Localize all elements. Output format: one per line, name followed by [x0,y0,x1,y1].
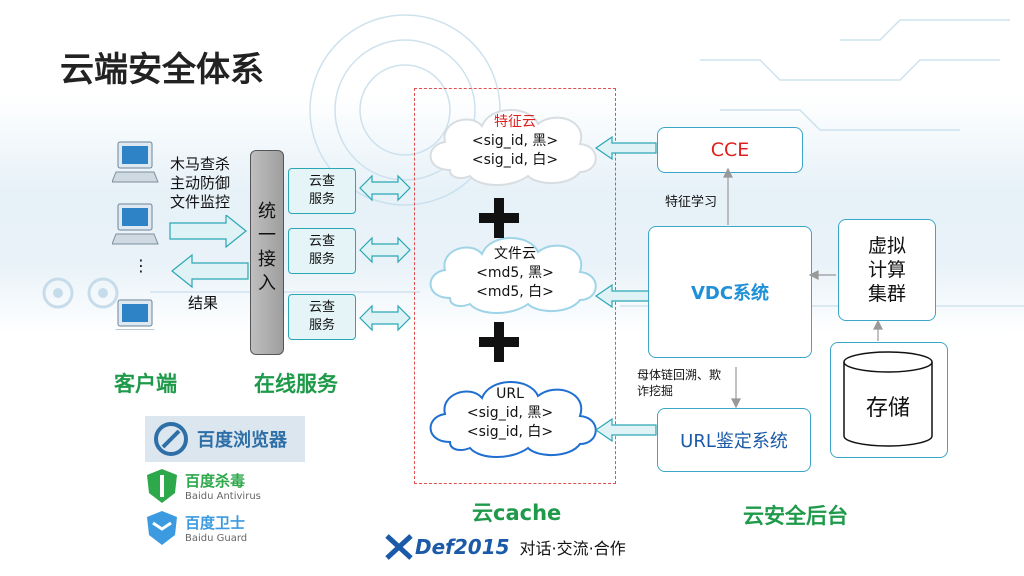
double-arrow-icon [359,236,411,264]
plus-signs [479,198,519,362]
client-feature: 文件监控 [170,193,231,211]
file-cloud-line: <md5, 黑> [476,265,554,281]
client-feature: 主动防御 [170,174,231,192]
computer-icon [112,203,159,245]
cloud-query-service-box: 云查服务 [288,294,356,340]
arrow-right-icon [169,215,247,249]
plus-icon [479,322,519,362]
footer-logo-text: Def2015 [415,535,510,559]
client-section-label: 客户端 [114,372,177,396]
backend-connectors [723,167,883,409]
arrow-left-icon [171,253,249,289]
parent-chain-note: 母体链回溯、欺 诈挖掘 [637,368,722,398]
computer-icon [112,141,159,183]
client-ellipsis: ⋮ [133,256,149,275]
cloud-icon [429,109,597,186]
result-label: 结果 [188,294,219,312]
client-feature: 木马查杀 [170,155,231,173]
cloud-icon [429,237,597,314]
unified-access-label: 统一接入 [258,201,276,294]
double-arrow-icon [359,174,411,202]
footer-slogan: 对话·交流·合作 [519,539,626,558]
double-arrow-icon [359,304,411,332]
page-title: 云端安全体系 [60,50,264,90]
storage-cylinder-icon [843,351,933,447]
cloud-cache-section-label: 云cache [472,501,562,525]
cloud-security-backend-label: 云安全后台 [743,504,848,528]
client-arrows [169,215,249,289]
url-cloud-line: <sig_id, 白> [466,424,554,440]
feature-cloud-line: <sig_id, 黑> [471,133,559,149]
feature-cloud-line: <sig_id, 白> [471,152,559,168]
cache-clouds [429,109,597,458]
def-logo-icon [385,534,413,560]
computer-icon [115,299,155,330]
footer-logo: Def2015 对话·交流·合作 [385,532,626,562]
file-cloud-title: 文件云 [494,246,536,262]
shield-icon [147,469,177,503]
cloud-cache-container [414,88,616,484]
url-cloud-title: URL [496,386,524,402]
baidu-guard-logo: 百度卫士 Baidu Guard [145,508,275,548]
url-cloud-line: <sig_id, 黑> [466,405,554,421]
service-cache-arrows [359,174,411,332]
shield-icon [147,511,177,545]
url-system-box: URL鉴定系统 [657,408,811,472]
file-cloud-text: 文件云 <md5, 黑> <md5, 白> [430,245,600,302]
virtual-cluster-box: 虚拟 计算 集群 [838,219,936,321]
feature-learning-label: 特征学习 [665,195,718,210]
baidu-antivirus-logo: 百度杀毒 Baidu Antivirus [145,466,275,506]
feature-cloud-title: 特征云 [494,114,536,130]
url-cloud-text: URL <sig_id, 黑> <sig_id, 白> [425,385,595,442]
feature-cloud-text: 特征云 <sig_id, 黑> <sig_id, 白> [430,113,600,170]
browser-icon [154,422,188,456]
cloud-query-service-box: 云查服务 [288,228,356,274]
cloud-icon [429,381,597,458]
storage-label: 存储 [865,396,910,421]
vdc-system-box: VDC系统 [648,226,812,358]
plus-icon [479,198,519,238]
arrow-left-icon [594,417,657,443]
client-feature-list: 木马查杀 主动防御 文件监控 [170,155,230,212]
backend-to-cache-arrows [594,135,657,443]
baidu-browser-logo: 百度浏览器 [145,416,305,462]
client-computers [112,141,159,330]
file-cloud-line: <md5, 白> [476,284,554,300]
cloud-query-service-box: 云查服务 [288,168,356,214]
unified-access-bar [250,150,284,355]
online-services-section-label: 在线服务 [254,372,338,396]
arrow-left-icon [594,135,657,161]
